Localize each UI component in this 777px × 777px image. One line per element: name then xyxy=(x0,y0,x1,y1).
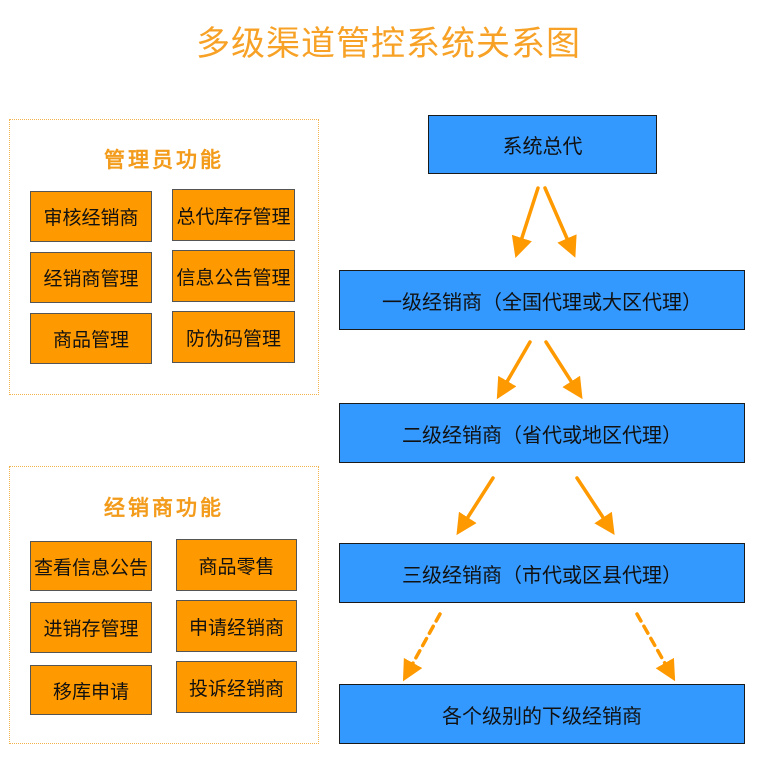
arrow-third-to-sub-left xyxy=(402,612,442,682)
level-general-agent: 系统总代 xyxy=(428,115,657,174)
diagram-title: 多级渠道管控系统关系图 xyxy=(196,24,581,64)
level-second-dealer: 二级经销商（省代或地区代理） xyxy=(339,403,745,463)
admin-func-anticounterfeit-code: 防伪码管理 xyxy=(172,311,295,363)
dealer-func-apply-dealer: 申请经销商 xyxy=(176,600,297,652)
arrow-first-to-second-left xyxy=(496,340,532,400)
dealer-func-inventory: 进销存管理 xyxy=(30,602,152,653)
admin-func-dealer-management: 经销商管理 xyxy=(30,252,152,303)
arrow-first-to-second-right xyxy=(544,340,583,400)
admin-func-notice-management: 信息公告管理 xyxy=(172,250,295,302)
arrow-third-to-sub-right xyxy=(635,612,676,682)
dealer-func-complaint: 投诉经销商 xyxy=(176,661,297,713)
dealer-functions-panel: 经销商功能 xyxy=(9,466,319,744)
dealer-panel-title: 经销商功能 xyxy=(104,496,224,520)
level-sub-dealers: 各个级别的下级经销商 xyxy=(339,684,745,744)
level-first-dealer: 一级经销商（全国代理或大区代理） xyxy=(339,270,745,330)
level-third-dealer: 三级经销商（市代或区县代理） xyxy=(339,543,745,603)
arrow-agent-to-first-right xyxy=(543,186,577,258)
admin-func-review-dealer: 审核经销商 xyxy=(30,191,152,242)
dealer-func-transfer-request: 移库申请 xyxy=(30,665,152,715)
dealer-func-retail: 商品零售 xyxy=(176,539,297,591)
admin-func-agent-inventory: 总代库存管理 xyxy=(172,189,295,241)
admin-panel-title: 管理员功能 xyxy=(104,148,224,172)
dealer-func-view-notice: 查看信息公告 xyxy=(30,541,152,591)
admin-func-product-management: 商品管理 xyxy=(30,313,152,364)
admin-functions-panel: 管理员功能 xyxy=(9,119,319,395)
arrow-agent-to-first-left xyxy=(511,186,540,258)
arrow-second-to-third-right xyxy=(575,476,615,536)
arrow-second-to-third-left xyxy=(456,476,495,536)
